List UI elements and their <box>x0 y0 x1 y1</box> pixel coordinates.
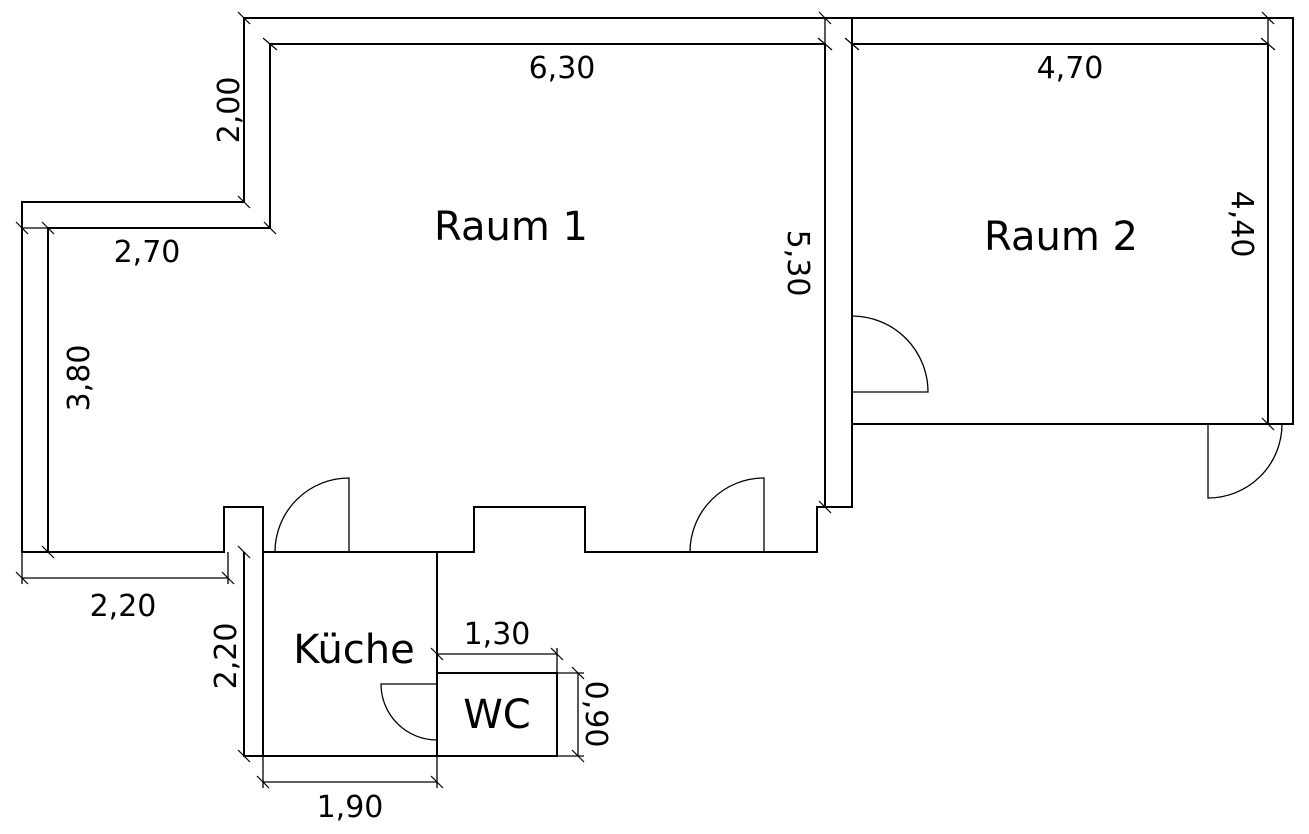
label-wc: WC <box>463 692 530 738</box>
dim-wc-height: 0,90 <box>578 681 613 748</box>
dim-left-wing-width: 2,70 <box>114 235 181 270</box>
door-raum2-interior <box>851 315 929 393</box>
raum2-outer-wall <box>852 17 1294 425</box>
dim-upper-left-height: 2,00 <box>212 77 247 144</box>
door-raum1-right <box>689 477 765 553</box>
doors <box>274 315 1283 741</box>
door-raum1-left <box>274 477 350 553</box>
dim-raum1-height: 5,30 <box>780 230 815 297</box>
raum1-right-wall-inner <box>824 44 852 508</box>
label-kueche: Küche <box>293 627 415 673</box>
dim-kueche-height: 2,20 <box>209 623 244 690</box>
raum1-outer-wall <box>21 17 853 553</box>
dim-raum1-width: 6,30 <box>529 51 596 86</box>
dim-raum2-width: 4,70 <box>1037 51 1104 86</box>
wc-wall <box>437 672 558 757</box>
dim-left-wing-height: 3,80 <box>62 345 97 412</box>
dimension-lines <box>15 11 1276 789</box>
label-raum2: Raum 2 <box>984 214 1138 260</box>
door-raum2-exterior <box>1207 423 1283 499</box>
dim-wc-width: 1,30 <box>464 617 531 652</box>
door-wc <box>380 683 438 741</box>
dim-kueche-width: 1,90 <box>317 790 384 825</box>
dim-bottom-left-width: 2,20 <box>90 589 157 624</box>
raum1-inner-wall <box>270 43 826 507</box>
dim-raum2-height: 4,40 <box>1224 191 1259 258</box>
label-raum1: Raum 1 <box>434 204 588 250</box>
kueche-left-outer <box>243 552 263 757</box>
